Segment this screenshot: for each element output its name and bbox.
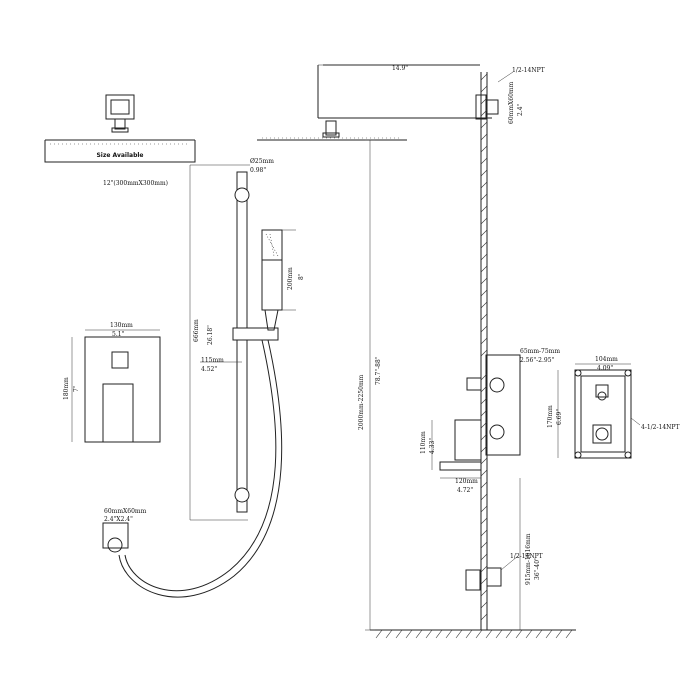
valve-height-mm: 110mm — [420, 431, 427, 454]
install-height-dimension: 2000mm-2250mm 78.7"-88" — [358, 139, 382, 631]
outlet-height-mm: 915mm-1016mm — [525, 533, 532, 585]
valve-height-in: 4.33" — [429, 438, 436, 454]
outlet-thread-label: 1/2-14NPT — [510, 553, 543, 560]
valve-width-mm: 120mm — [455, 478, 478, 485]
box-height-in: 6.69" — [556, 409, 563, 425]
wall-elbow-outlet: 60mmX60mm 2.4"X2.4" — [102, 508, 147, 553]
box-ports-label: 4-1/2-14NPT — [641, 424, 679, 431]
center-shower-head — [257, 120, 407, 141]
size-available-label: Size Available — [96, 152, 143, 159]
trim-width-in: 5.1" — [112, 331, 125, 338]
elbow-size-mm: 60mmX60mm — [104, 508, 147, 515]
box-height-mm: 170mm — [547, 405, 554, 428]
slide-bar-dia-in: 0.98" — [250, 167, 266, 174]
lower-outlet-side-view: 1/2-14NPT 915mm-1016mm 36"-40" — [465, 478, 543, 630]
install-height-mm: 2000mm-2250mm — [358, 374, 365, 430]
slide-bar-length-mm: 666mm — [193, 319, 200, 342]
arm-thread-label: 1/2-14NPT — [512, 67, 545, 74]
outlet-height-in: 36"-40" — [534, 557, 541, 580]
slide-bar-dia-mm: Ø25mm — [250, 158, 274, 165]
trim-height-in: 7" — [73, 385, 80, 392]
arm-flange-in: 2.4" — [517, 103, 524, 116]
valve-depth-in: 2.56"-2.95" — [520, 357, 555, 364]
trim-plate-detail: 130mm 5.1" 180mm 7" — [63, 322, 161, 443]
floor-line — [370, 629, 576, 639]
trim-height-mm: 180mm — [63, 377, 70, 400]
slide-bar-assembly: Ø25mm 0.98" 666mm 26.18" 115mm 4.52" 200… — [189, 158, 305, 521]
trim-width-mm: 130mm — [110, 322, 133, 329]
handheld-length-in: 8" — [298, 273, 305, 280]
valve-width-in: 4.72" — [457, 487, 473, 494]
box-width-in: 4.09" — [597, 365, 613, 372]
shower-hose — [118, 339, 283, 598]
shower-arm-detail: 14.9" 1/2-14NPT 60mmX60mm 2.4" — [317, 64, 545, 124]
box-width-mm: 104mm — [595, 356, 618, 363]
slide-bar-offset-mm: 115mm — [201, 357, 224, 364]
rain-shower-head-detail: Size Available 12"(300mmX300mm) — [44, 94, 196, 187]
arm-length-label: 14.9" — [392, 65, 408, 72]
arm-flange-mm: 60mmX60mm — [508, 81, 515, 124]
handheld-length-mm: 200mm — [287, 267, 294, 290]
elbow-size-in: 2.4"X2.4" — [104, 516, 133, 523]
valve-depth-mm: 65mm-75mm — [520, 348, 560, 355]
slide-bar-offset-in: 4.52" — [201, 366, 217, 373]
rough-in-valve-box: 104mm 4.09" 170mm 6.69" 4-1/2-14NPT — [547, 356, 679, 459]
install-height-in: 78.7"-88" — [375, 356, 382, 385]
slide-bar-length-in: 26.18" — [207, 325, 214, 345]
wall-section — [480, 72, 488, 630]
valve-side-view: 65mm-75mm 2.56"-2.95" 110mm 4.33" 120mm … — [420, 348, 560, 494]
head-size-label: 12"(300mmX300mm) — [103, 180, 168, 187]
